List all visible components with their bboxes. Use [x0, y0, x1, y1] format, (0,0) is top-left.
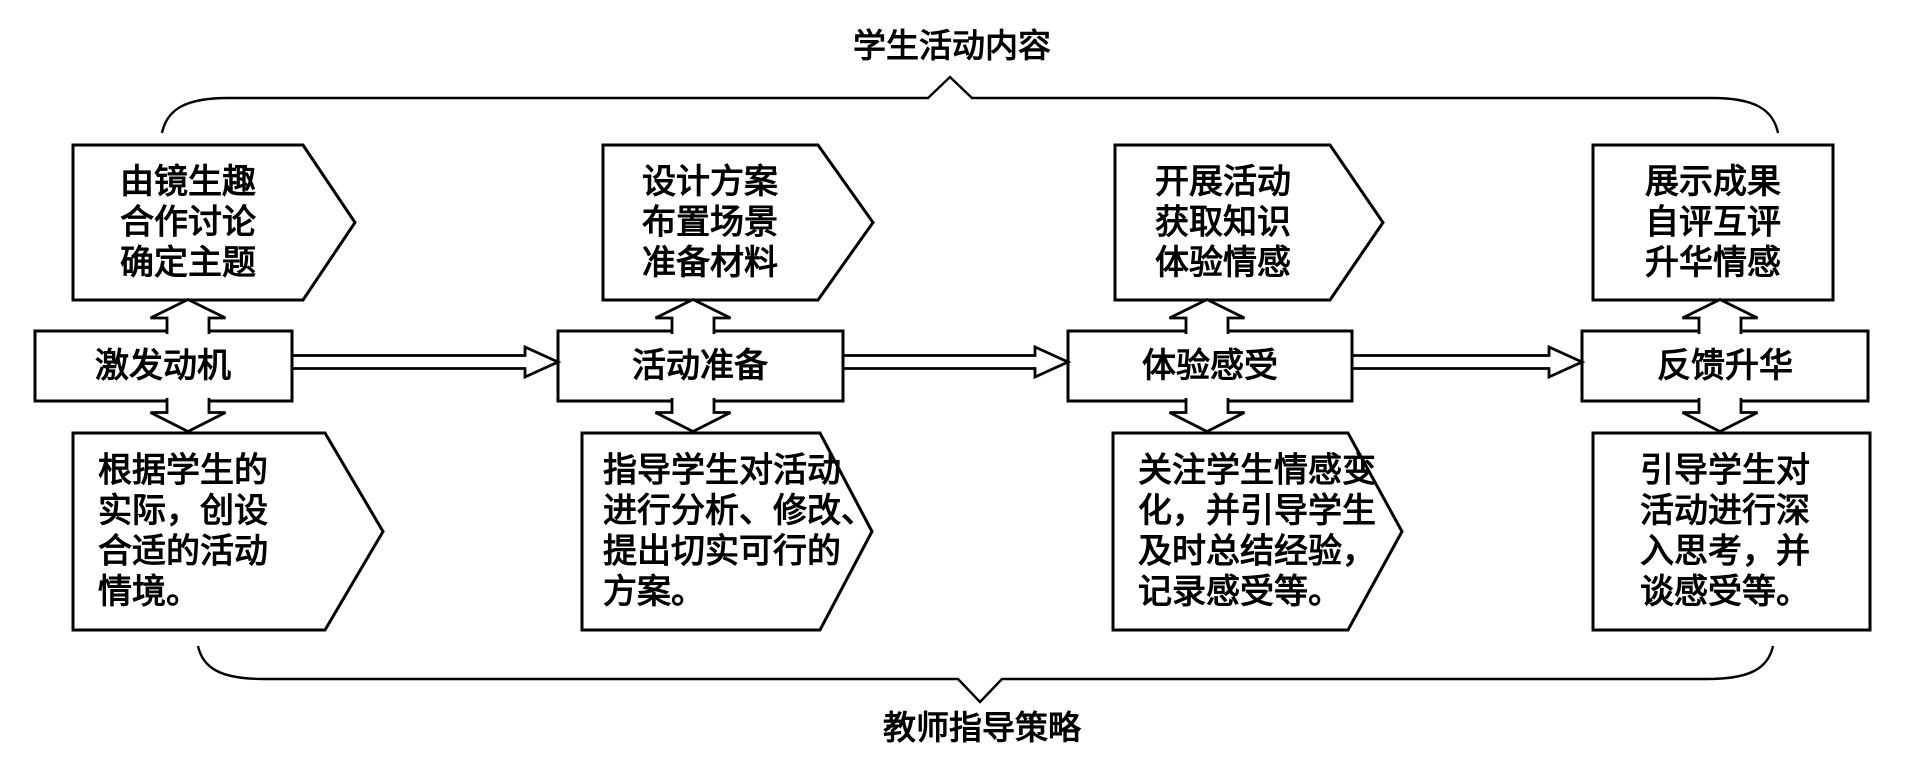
teacher-guidance-line: 引导学生对 — [1640, 451, 1810, 490]
stage-box-4 — [1580, 329, 1870, 403]
teacher-guidance-line: 活动进行深 — [1640, 492, 1810, 530]
teacher-guidance-line: 谈感受等。 — [1640, 573, 1810, 611]
student-activity-line: 准备材料 — [642, 244, 778, 282]
teacher-strategy-shape-3 — [1111, 431, 1404, 632]
teacher-guidance-line: 指导学生对活动 — [603, 451, 841, 490]
stage-label: 活动准备 — [632, 347, 769, 385]
student-activity-shape-4 — [1591, 143, 1835, 302]
student-activity-line: 展示成果 — [1645, 163, 1781, 201]
stage-box-1 — [33, 329, 294, 403]
down-arrow-icon-3 — [1168, 398, 1246, 434]
student-activity-line: 体验情感 — [1155, 243, 1291, 282]
teacher-guidance-line: 记录感受等。 — [1138, 573, 1342, 611]
student-activity-line: 自评互评 — [1645, 204, 1781, 242]
flow-arrow-icon-3-4 — [1353, 344, 1586, 380]
teacher-guidance-line: 合适的活动 — [98, 533, 268, 571]
flow-arrow-icon-2-3 — [844, 344, 1072, 380]
student-activity-line: 设计方案 — [642, 163, 779, 201]
up-arrow-icon-3 — [1168, 297, 1246, 334]
stage-label: 反馈升华 — [1657, 347, 1793, 385]
teacher-guidance-line: 入思考，并 — [1640, 533, 1810, 571]
top-brace — [160, 75, 1780, 134]
teacher-strategy-shape-2 — [580, 431, 874, 632]
student-content-label: 学生活动内容 — [853, 27, 1051, 65]
student-activity-shape-1 — [71, 143, 357, 302]
bottom-brace — [196, 645, 1775, 704]
teacher-strategy-label: 教师指导策略 — [883, 710, 1082, 747]
teacher-strategy-shape-1 — [71, 431, 385, 632]
student-activity-shape-3 — [1113, 143, 1385, 302]
student-activity-shape-2 — [601, 143, 875, 302]
up-arrow-icon-2 — [654, 297, 732, 334]
stage-label: 体验感受 — [1142, 346, 1278, 385]
teacher-guidance-line: 及时总结经验， — [1138, 532, 1376, 571]
down-arrow-icon-4 — [1681, 398, 1759, 434]
up-arrow-icon-1 — [149, 297, 227, 334]
teacher-guidance-line: 根据学生的 — [98, 451, 268, 490]
flow-arrow-icon-1-2 — [293, 344, 562, 380]
teacher-guidance-line: 实际，创设 — [98, 492, 268, 530]
up-arrow-icon-4 — [1681, 297, 1759, 334]
student-activity-line: 布置场景 — [642, 204, 778, 242]
down-arrow-icon-1 — [149, 398, 227, 434]
student-activity-line: 确定主题 — [120, 244, 256, 282]
student-activity-line: 获取知识 — [1155, 204, 1291, 242]
student-activity-line: 合作讨论 — [120, 204, 257, 242]
teacher-guidance-line: 情境。 — [98, 573, 200, 611]
student-activity-line: 开展活动 — [1155, 163, 1291, 201]
student-activity-line: 由镜生趣 — [120, 163, 256, 201]
down-arrow-icon-2 — [654, 398, 732, 434]
student-activity-line: 升华情感 — [1645, 244, 1781, 282]
teacher-guidance-line: 提出切实可行的 — [603, 533, 841, 571]
teacher-strategy-shape-4 — [1591, 431, 1872, 632]
stage-label: 激发动机 — [95, 347, 231, 385]
teacher-guidance-line: 方案。 — [603, 573, 705, 611]
teacher-guidance-line: 关注学生情感变 — [1138, 451, 1376, 490]
teacher-guidance-line: 进行分析、修改、 — [603, 492, 875, 530]
teacher-guidance-line: 化，并引导学生 — [1138, 491, 1376, 530]
